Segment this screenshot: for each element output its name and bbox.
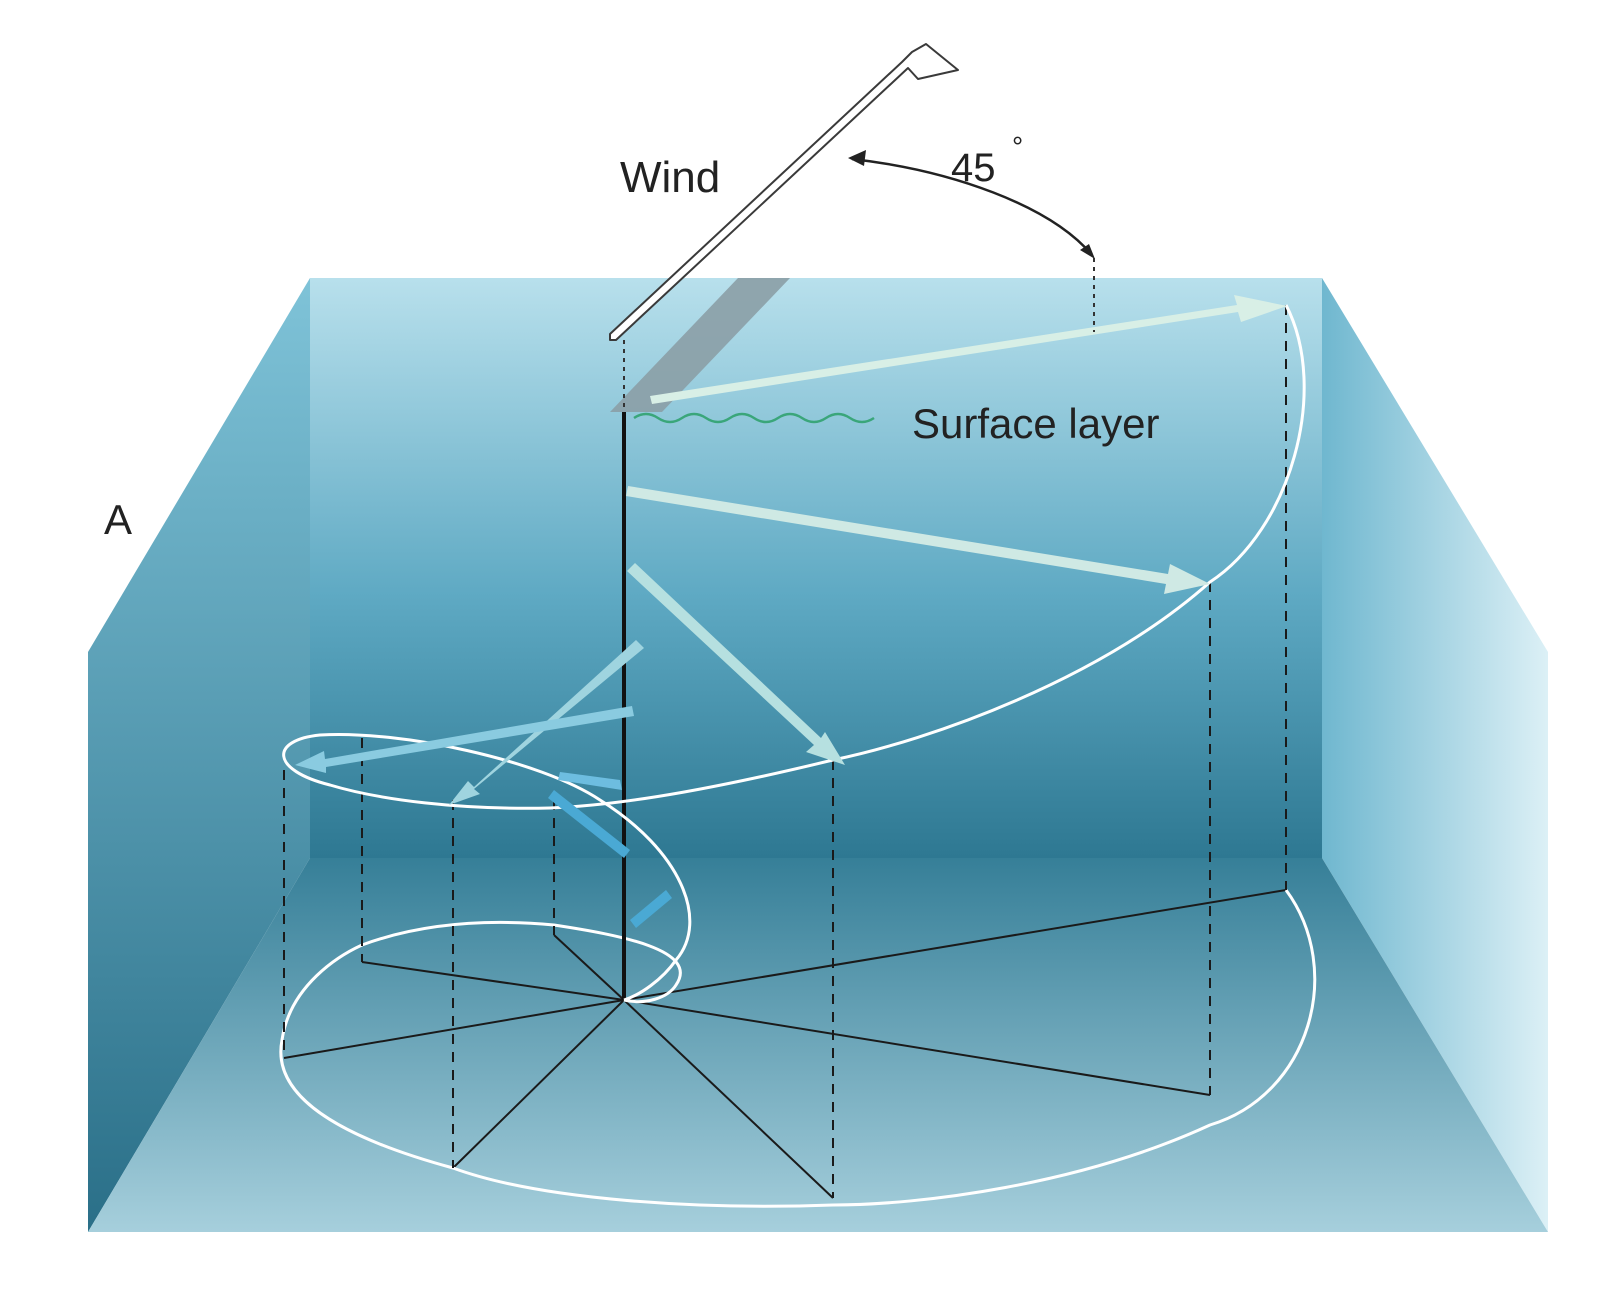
wind-arrow — [609, 43, 959, 341]
current-arrow-layer-5 — [295, 706, 634, 773]
current-arrow-layer-7 — [548, 790, 630, 858]
angle-label: 45 — [951, 146, 996, 190]
wind-shadow — [610, 278, 790, 412]
current-arrows — [295, 295, 1287, 928]
wind-label: Wind — [620, 153, 720, 202]
angle-arc-head-right — [1080, 244, 1095, 259]
angle-arc — [851, 157, 1093, 256]
current-arrow-layer-2 — [626, 486, 1210, 594]
current-arrow-layer-3 — [627, 563, 845, 765]
left-wall — [88, 278, 310, 1232]
surface-layer-wave — [633, 412, 875, 424]
vertical-drop-lines — [283, 305, 1287, 1198]
floor — [88, 858, 1548, 1232]
floor-hodograph — [279, 889, 1317, 1208]
panel-label: A — [104, 496, 132, 543]
surface-layer-label: Surface layer — [912, 400, 1159, 447]
current-arrow-layer-8 — [630, 890, 672, 928]
floor-projection-lines — [283, 889, 1287, 1199]
degree-symbol: ° — [1012, 131, 1023, 162]
right-wall — [1322, 278, 1548, 1232]
angle-arc-head-left — [848, 150, 866, 166]
current-arrow-surface — [650, 295, 1287, 404]
current-arrow-layer-6 — [558, 772, 622, 790]
ekman-spiral-curve — [282, 304, 1306, 1002]
